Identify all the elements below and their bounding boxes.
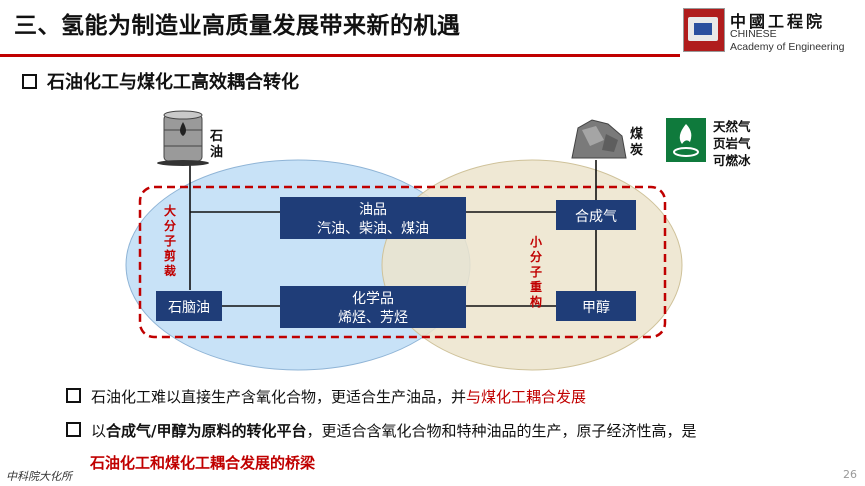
svg-text:分: 分 (164, 218, 176, 233)
bullet-1: 石油化工难以直接生产含氧化合物，更适合生产油品，并与煤化工耦合发展 (66, 386, 586, 407)
svg-text:化学品: 化学品 (352, 291, 394, 307)
petroleum-label-1: 石 (209, 129, 223, 144)
gas-label-2: 页岩气 (713, 136, 751, 151)
cae-logo-icon (683, 8, 725, 52)
bullet-1-highlight: 与煤化工耦合发展 (466, 388, 587, 406)
svg-text:石脑油: 石脑油 (168, 300, 210, 316)
bullet-2: 以合成气/甲醇为原料的转化平台，更适合含氧化合物和特种油品的生产，原子经济性高，… (66, 420, 697, 441)
svg-text:甲醇: 甲醇 (582, 299, 610, 316)
svg-text:汽油、柴油、煤油: 汽油、柴油、煤油 (317, 221, 429, 237)
svg-text:合成气: 合成气 (575, 209, 617, 225)
chemicals-box: 化学品 烯烃、芳烃 (280, 286, 466, 328)
bullet-1-text: 石油化工难以直接生产含氧化合物，更适合生产油品，并 (91, 388, 467, 406)
bullet-2-text-a: 以 (91, 422, 107, 440)
svg-text:烯烃、芳烃: 烯烃、芳烃 (338, 309, 408, 326)
section-subtitle: 石油化工与煤化工高效耦合转化 (22, 68, 299, 94)
coal-pile-icon (571, 119, 627, 159)
coal-label-1: 煤 (630, 126, 643, 142)
bullet-2-text-b: ，更适合含氧化合物和特种油品的生产，原子经济性高，是 (306, 422, 697, 440)
oil-barrel-icon (157, 110, 209, 166)
svg-text:构: 构 (530, 294, 542, 309)
svg-text:剪: 剪 (164, 248, 176, 263)
svg-text:大: 大 (164, 203, 176, 218)
syngas-box: 合成气 (556, 200, 636, 230)
coupling-diagram: 石 油 煤 炭 天然气 页岩气 可燃冰 油品 汽油、柴油、煤油 化学品 烯烃、芳… (125, 110, 751, 371)
page-title: 三、氢能为制造业高质量发展带来新的机遇 (14, 13, 461, 39)
svg-text:重: 重 (530, 279, 542, 294)
coupling-frame (138, 185, 667, 339)
checkbox-bullet-icon (66, 422, 81, 437)
right-side-label: 小 分 子 重 构 (530, 234, 542, 309)
bullet-2-highlight: 石油化工和煤化工耦合发展的桥梁 (90, 454, 316, 472)
svg-text:子: 子 (164, 234, 176, 248)
checkbox-bullet-icon (22, 73, 37, 89)
logo-chinese-text: 中國工程院 (730, 12, 826, 31)
bullet-2-bold: 合成气/甲醇为原料的转化平台 (106, 422, 307, 440)
gas-label-3: 可燃冰 (713, 153, 751, 168)
natural-gas-icon (666, 118, 706, 162)
page-number: 26 (843, 468, 857, 481)
svg-text:小: 小 (530, 234, 542, 249)
coal-label-2: 炭 (630, 142, 643, 158)
footer-source: 中科院大化所 (6, 470, 72, 483)
bullet-2-continuation: 石油化工和煤化工耦合发展的桥梁 (90, 452, 315, 473)
petroleum-label-2: 油 (210, 144, 223, 160)
oil-products-box: 油品 汽油、柴油、煤油 (280, 197, 466, 239)
gas-label-1: 天然气 (713, 119, 751, 134)
naphtha-box: 石脑油 (156, 291, 222, 321)
left-side-label: 大 分 子 剪 裁 (164, 203, 176, 278)
logo-english-line2: Academy of Engineering (730, 41, 845, 53)
logo-english-line1: CHINESE (730, 28, 777, 40)
methanol-box: 甲醇 (556, 291, 636, 321)
svg-text:油品: 油品 (359, 202, 387, 218)
checkbox-bullet-icon (66, 388, 81, 403)
connector-lines (189, 160, 597, 307)
title-underline (0, 54, 680, 57)
svg-text:裁: 裁 (164, 263, 176, 278)
svg-text:分: 分 (530, 249, 542, 264)
subtitle-text: 石油化工与煤化工高效耦合转化 (47, 72, 299, 93)
svg-text:子: 子 (530, 265, 542, 279)
